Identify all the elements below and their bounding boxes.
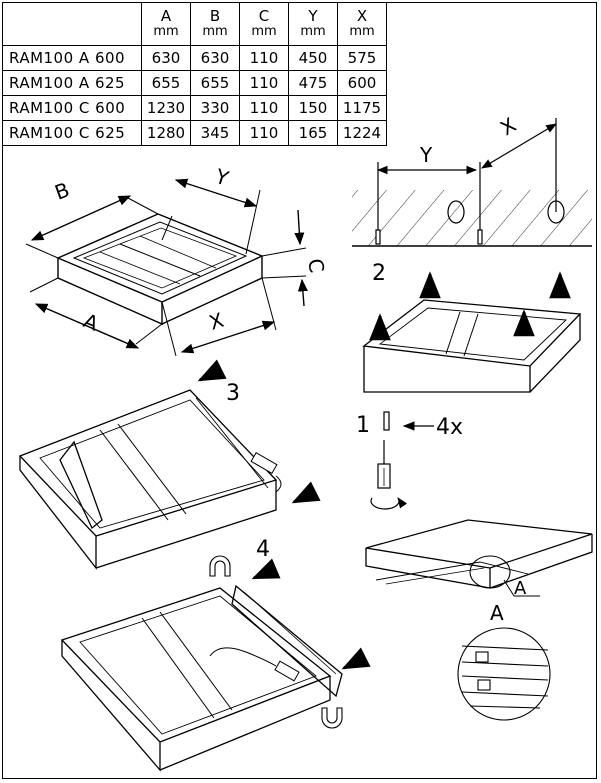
magnet-icon-top	[209, 555, 231, 577]
dim-label-x: X	[206, 308, 227, 335]
dim-label-y: Y	[212, 164, 233, 191]
value-cell: 110	[239, 45, 289, 71]
connector-block-step-3	[250, 451, 282, 493]
table-corner-cell	[2, 2, 142, 46]
frame-step-4	[60, 584, 343, 772]
dim-label-x-ceiling: X	[496, 112, 521, 140]
lift-arrows	[369, 271, 571, 341]
value-cell: 600	[337, 70, 387, 96]
step-3-arrow-top	[197, 359, 227, 382]
ceiling-hatch	[352, 190, 592, 247]
table-row: RAM100 C 625 1280 345 110 165 1224	[2, 120, 387, 146]
magnet-icon-bottom	[321, 707, 343, 729]
value-cell: 110	[239, 95, 289, 121]
step-4-label: 4	[256, 537, 270, 562]
screwdriver-icon	[370, 440, 408, 510]
value-cell: 1230	[141, 95, 191, 121]
step-3-label: 3	[226, 381, 240, 406]
dim-label-c: C	[303, 257, 329, 275]
step-4-arrow-top	[251, 558, 281, 580]
detail-view-a	[457, 627, 551, 721]
step-3-arrow-right	[291, 481, 321, 504]
table-row: RAM100 A 625 655 655 110 475 600	[2, 70, 387, 96]
dimension-arrows	[30, 178, 308, 354]
dim-label-y-ceiling: Y	[419, 143, 433, 167]
table-row: RAM100 C 600 1230 330 110 150 1175	[2, 95, 387, 121]
detail-title: A	[490, 601, 504, 625]
table-row: RAM100 A 600 630 630 110 450 575	[2, 45, 387, 71]
value-cell: 655	[141, 70, 191, 96]
step-2-label: 2	[372, 261, 386, 286]
value-cell: 1224	[337, 120, 387, 146]
value-cell: 110	[239, 70, 289, 96]
value-cell: 150	[288, 95, 338, 121]
quantity-label: 4x	[436, 415, 463, 440]
step-1-label: 1	[356, 413, 370, 438]
model-cell: RAM100 C 625	[2, 120, 142, 146]
value-cell: 330	[190, 95, 240, 121]
value-cell: 1175	[337, 95, 387, 121]
anchor-icon	[383, 411, 390, 431]
connector-block-step-4	[274, 660, 300, 682]
dim-label-b: B	[52, 177, 73, 204]
value-cell: 575	[337, 45, 387, 71]
frame-step-3	[18, 389, 278, 570]
value-cell: 630	[141, 45, 191, 71]
model-cell: RAM100 A 600	[2, 45, 142, 71]
model-cell: RAM100 A 625	[2, 70, 142, 96]
step-4-arrow-right	[341, 647, 371, 670]
installed-frame	[365, 519, 593, 597]
ceiling-dimensions	[375, 118, 565, 245]
dimension-frame-drawing	[25, 189, 307, 357]
frame-step-2	[362, 299, 582, 393]
detail-pointer-label: A	[514, 578, 527, 599]
value-cell: 1280	[141, 120, 191, 146]
value-cell: 345	[190, 120, 240, 146]
value-cell: 655	[190, 70, 240, 96]
